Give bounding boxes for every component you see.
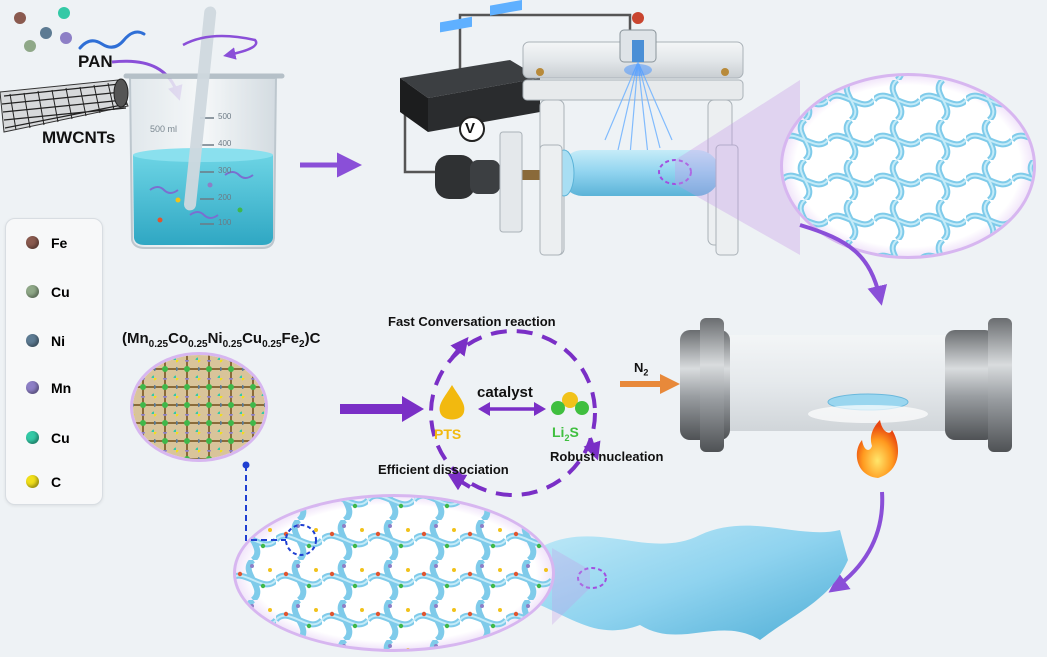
beaker-tick-300: 300 [218, 166, 232, 175]
n2-label: N2 [634, 360, 649, 378]
electrospinning-setup [400, 0, 744, 256]
robust-nucleation-label: Robust nucleation [550, 449, 664, 464]
legend-label-cu: Cu [51, 284, 70, 300]
legend-dot-cu-2 [26, 431, 39, 444]
zoom-cone-1 [675, 80, 800, 255]
voltmeter-icon [459, 116, 485, 142]
step-arrow-2 [799, 223, 888, 306]
legend-dot-cu [26, 285, 39, 298]
mwcnt-tube [0, 78, 129, 133]
hea-catalyst-zoom [130, 352, 268, 462]
fast-conversion-label: Fast Conversation reaction [388, 314, 556, 329]
legend-label-cu-2: Cu [51, 430, 70, 446]
carbon-nanofiber-film [540, 525, 848, 640]
legend-label-ni: Ni [51, 333, 65, 349]
legend-dot-c [26, 475, 39, 488]
legend-label-c: C [51, 474, 62, 490]
hea-formula: (Mn0.25Co0.25Ni0.25Cu0.25Fe2)C [122, 330, 321, 350]
beaker-tick-100: 100 [218, 218, 232, 227]
legend-label-mn: Mn [51, 380, 72, 396]
flame-icon [856, 420, 899, 478]
beaker-tick-200: 200 [218, 193, 232, 202]
zoom-cone-3 [552, 548, 590, 625]
zoom-link-dot [242, 461, 250, 469]
fiber-mesh-zoom-2 [233, 494, 555, 652]
beaker-tick-500: 500 [218, 112, 232, 121]
droplet-icon [439, 385, 465, 420]
efficient-dissociation-label: Efficient dissociation [378, 462, 509, 477]
li2s-molecule-icon [551, 392, 589, 415]
zoom-link-dashed [245, 465, 286, 541]
li2s-label: Li2S [552, 424, 579, 443]
beaker [123, 73, 285, 249]
tube-furnace [680, 318, 1012, 452]
element-legend: Fe Cu Ni Mn Cu C [5, 218, 103, 505]
beaker-volume-label: 500 ml [150, 124, 178, 134]
step-arrow-3 [828, 491, 885, 593]
stirring-rod-icon [182, 6, 258, 211]
catalytic-cycle [429, 329, 601, 497]
mwcnts-label: MWCNTs [42, 128, 116, 147]
pan-label: PAN [78, 52, 113, 71]
legend-label-fe: Fe [51, 235, 68, 251]
n2-arrow-icon [620, 374, 680, 394]
legend-dot-ni [26, 334, 39, 347]
beaker-tick-400: 400 [218, 139, 232, 148]
precursor-particles [14, 7, 146, 52]
legend-dot-mn [26, 381, 39, 394]
voltmeter-label: V [465, 120, 476, 137]
legend-dot-fe [26, 236, 39, 249]
catalyst-label: catalyst [477, 384, 533, 401]
fiber-mesh-zoom-1 [780, 73, 1036, 259]
pts-label: PTS [434, 426, 462, 442]
